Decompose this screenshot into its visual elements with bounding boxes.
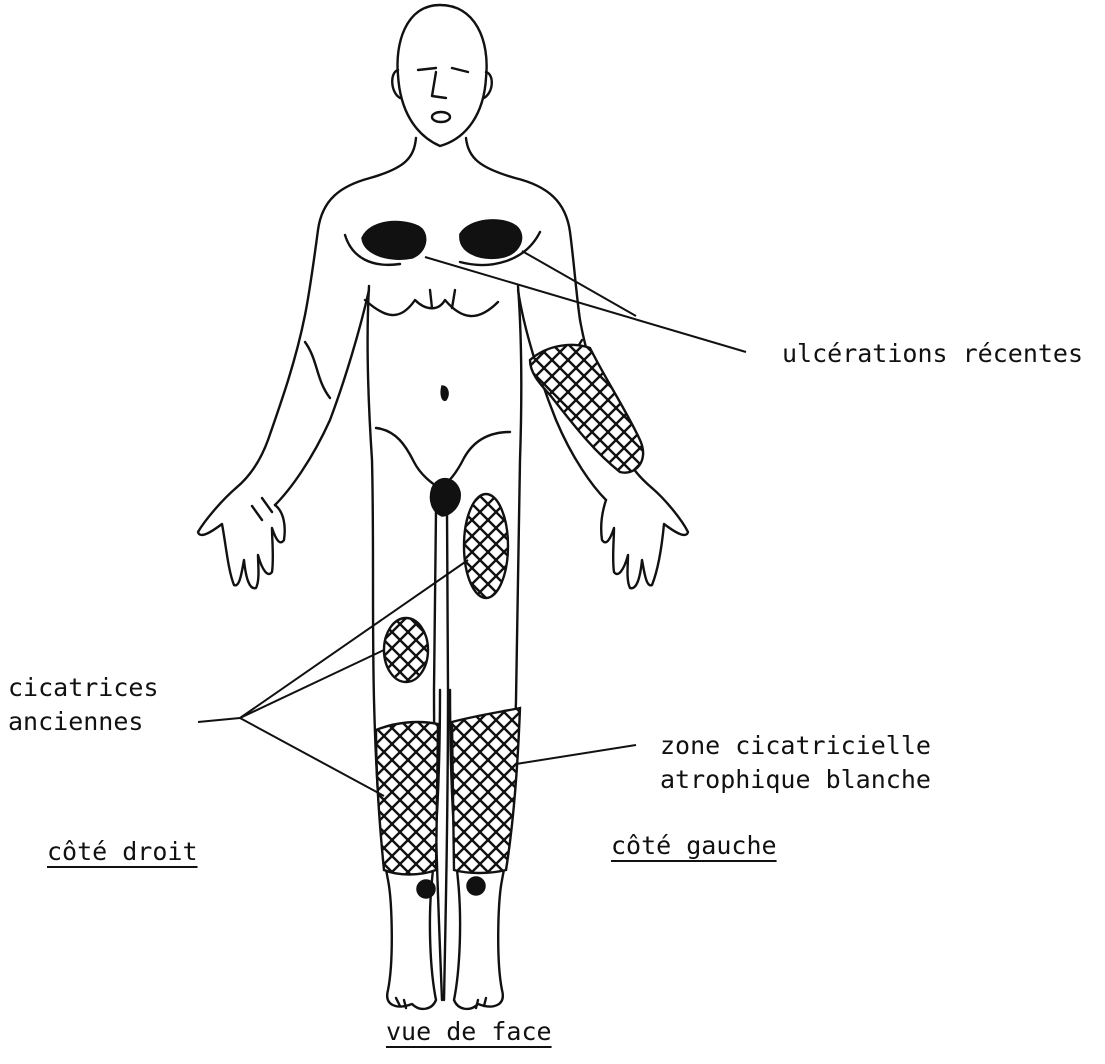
label-old-scars-line2: anciennes: [8, 706, 143, 737]
arm-right: [198, 290, 369, 588]
label-old-scars-line1: cicatrices: [8, 672, 159, 703]
ankle-ulcers: [417, 877, 485, 898]
label-atrophic-line2: atrophique blanche: [660, 764, 931, 795]
arm-left: [518, 290, 688, 588]
label-left-side: côté gauche: [611, 830, 777, 861]
chest-ulcers: [362, 220, 522, 259]
label-front-view: vue de face: [386, 1016, 552, 1047]
head: [392, 5, 492, 146]
label-right-side: côté droit: [47, 836, 198, 867]
label-recent-ulcers: ulcérations récentes: [782, 338, 1083, 369]
label-atrophic-line1: zone cicatricielle: [660, 730, 931, 761]
